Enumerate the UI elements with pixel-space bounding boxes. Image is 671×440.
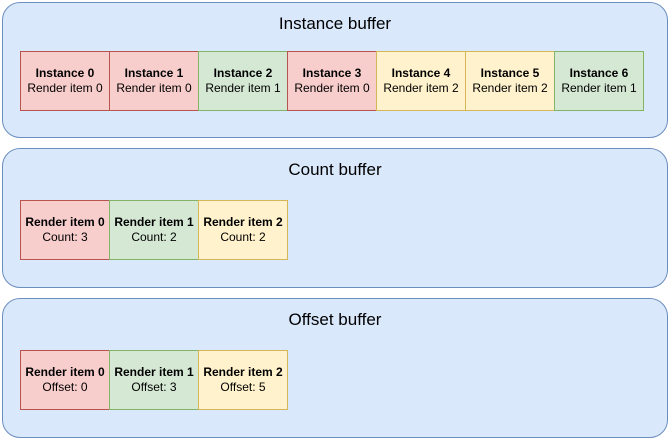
cell-title: Instance 0 [35,66,95,80]
cell-subtitle: Render item 0 [294,81,370,95]
cell-subtitle: Offset: 0 [42,380,88,394]
cell-subtitle: Count: 3 [42,230,88,244]
cell-subtitle: Offset: 5 [220,380,266,394]
instance-cell: Instance 4 Render item 2 [376,51,466,111]
cell-title: Render item 1 [114,365,194,379]
cell-title: Render item 1 [114,215,194,229]
cell-subtitle: Render item 0 [116,81,192,95]
panel-title: Offset buffer [288,310,382,329]
cell-subtitle: Render item 0 [27,81,103,95]
cell-title: Render item 0 [25,215,105,229]
instance-cell: Instance 0 Render item 0 [20,51,110,111]
cell-title: Instance 2 [213,66,273,80]
offset-cell: Render item 0 Offset: 0 [20,350,110,410]
cell-subtitle: Render item 1 [205,81,281,95]
count-cell: Render item 1 Count: 2 [109,200,199,260]
instance-cell: Instance 1 Render item 0 [109,51,199,111]
count-cell: Render item 0 Count: 3 [20,200,110,260]
panel-title: Instance buffer [278,14,392,33]
cell-title: Render item 2 [203,365,283,379]
cell-subtitle: Render item 2 [383,81,459,95]
cell-title: Instance 6 [569,66,629,80]
instance-cell: Instance 2 Render item 1 [198,51,288,111]
instance-buffer-panel: Instance buffer Instance 0 Render item 0… [2,2,668,138]
cell-title: Instance 3 [302,66,362,80]
offset-buffer-panel: Offset buffer Render item 0 Offset: 0 Re… [2,298,668,438]
cell-subtitle: Count: 2 [131,230,177,244]
cell-subtitle: Render item 2 [472,81,548,95]
instance-cell: Instance 6 Render item 1 [554,51,644,111]
offset-cell: Render item 1 Offset: 3 [109,350,199,410]
cell-subtitle: Render item 1 [561,81,637,95]
offset-cell-row: Render item 0 Offset: 0 Render item 1 Of… [20,350,288,410]
cell-title: Instance 5 [480,66,540,80]
cell-title: Render item 0 [25,365,105,379]
cell-title: Instance 1 [124,66,184,80]
count-cell: Render item 2 Count: 2 [198,200,288,260]
cell-subtitle: Count: 2 [220,230,266,244]
cell-subtitle: Offset: 3 [131,380,177,394]
cell-title: Instance 4 [391,66,451,80]
panel-title: Count buffer [288,160,382,179]
count-cell-row: Render item 0 Count: 3 Render item 1 Cou… [20,200,288,260]
offset-cell: Render item 2 Offset: 5 [198,350,288,410]
instance-cell: Instance 5 Render item 2 [465,51,555,111]
instance-cell: Instance 3 Render item 0 [287,51,377,111]
cell-title: Render item 2 [203,215,283,229]
instance-cell-row: Instance 0 Render item 0 Instance 1 Rend… [20,51,644,111]
count-buffer-panel: Count buffer Render item 0 Count: 3 Rend… [2,148,668,288]
